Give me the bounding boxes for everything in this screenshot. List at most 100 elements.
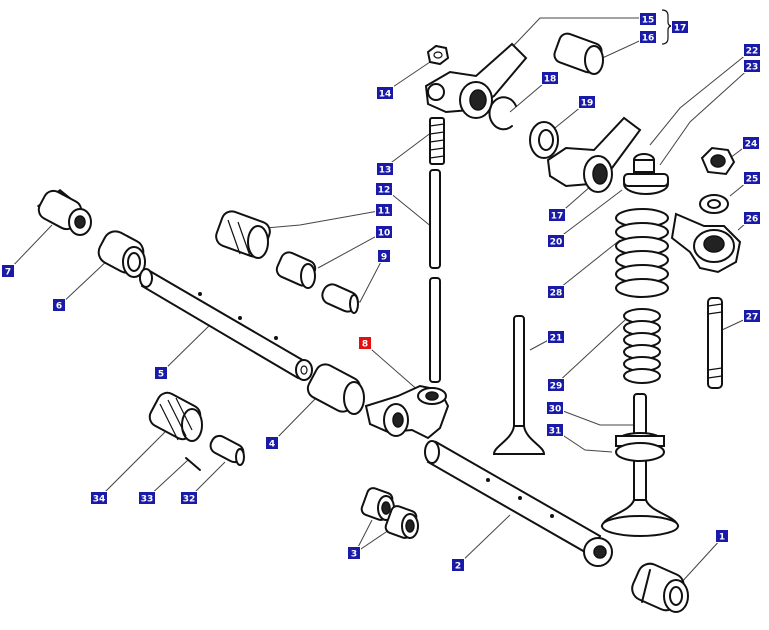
callout-box: [547, 234, 565, 248]
callout-box: [180, 491, 198, 505]
callout-18[interactable]: 18: [541, 71, 559, 85]
callout-box: [375, 203, 393, 217]
callout-number: 24: [745, 140, 758, 150]
callout-box: [715, 529, 729, 543]
part-6-bush: [97, 230, 146, 278]
callout-box: [742, 136, 760, 150]
part-11-needle-bearing: [215, 210, 271, 259]
callout-24[interactable]: 24: [742, 136, 760, 150]
callout-box: [377, 249, 391, 263]
part-22-23-valve-cap: [623, 153, 669, 195]
callout-5[interactable]: 5: [154, 366, 168, 380]
callout-number: 17: [674, 24, 687, 34]
part-12-push-rod: [429, 169, 441, 383]
part-24-nut: [700, 146, 736, 176]
callout-7[interactable]: 7: [1, 264, 15, 278]
callout-box: [547, 285, 565, 299]
callout-13[interactable]: 13: [376, 162, 394, 176]
callout-20[interactable]: 20: [547, 234, 565, 248]
callout-box: [376, 86, 394, 100]
part-3-bushes: [360, 487, 419, 539]
part-33-small-pin: [185, 457, 201, 471]
callout-number: 21: [550, 334, 563, 344]
callout-box: [376, 162, 394, 176]
callout-1[interactable]: 1: [715, 529, 729, 543]
callout-15[interactable]: 15: [639, 12, 657, 26]
part-9-pin: [321, 283, 359, 314]
callout-16[interactable]: 16: [639, 30, 657, 44]
callout-34[interactable]: 34: [90, 491, 108, 505]
callout-box: [546, 423, 564, 437]
callout-box: [375, 225, 393, 239]
callout-number: 26: [746, 215, 759, 225]
callout-11[interactable]: 11: [375, 203, 393, 217]
callout-14[interactable]: 14: [376, 86, 394, 100]
callout-box: [265, 436, 279, 450]
callout-number: 5: [158, 370, 164, 380]
part-28-outer-spring: [615, 208, 669, 298]
callout-number: 28: [550, 289, 563, 299]
callout-29[interactable]: 29: [547, 378, 565, 392]
part-26-knob: [670, 212, 742, 274]
callout-17b[interactable]: 17: [548, 208, 566, 222]
callout-27[interactable]: 27: [743, 309, 761, 323]
callout-2[interactable]: 2: [451, 558, 465, 572]
part-5-rocker-shaft: [139, 268, 313, 381]
part-8-rocker: [364, 384, 450, 440]
callout-number: 7: [5, 268, 11, 278]
callout-32[interactable]: 32: [180, 491, 198, 505]
callout-number: 13: [379, 166, 392, 176]
callout-8[interactable]: 8: [358, 336, 372, 350]
callout-26[interactable]: 26: [743, 211, 761, 225]
callout-box: [541, 71, 559, 85]
callout-3[interactable]: 3: [347, 546, 361, 560]
callout-box: [451, 558, 465, 572]
callout-box: [1, 264, 15, 278]
callout-number: 34: [93, 495, 106, 505]
part-16-bush: [553, 32, 604, 75]
part-32-pin: [209, 434, 245, 466]
callout-31[interactable]: 31: [546, 423, 564, 437]
callout-6[interactable]: 6: [52, 298, 66, 312]
parts-artwork: [36, 9, 742, 613]
callout-22[interactable]: 22: [743, 43, 761, 57]
callout-box: [375, 182, 393, 196]
part-27-stud: [707, 297, 723, 389]
callout-box: [52, 298, 66, 312]
part-14-nut: [426, 44, 450, 66]
part-2-rocker-shaft: [424, 440, 613, 567]
callout-box: [639, 12, 657, 26]
callout-box: [743, 309, 761, 323]
callout-30[interactable]: 30: [546, 401, 564, 415]
callout-number: 22: [746, 47, 759, 57]
part-21-valve: [492, 315, 546, 455]
callout-25[interactable]: 25: [743, 171, 761, 185]
part-4-bush: [306, 363, 365, 415]
callout-9[interactable]: 9: [377, 249, 391, 263]
callout-10[interactable]: 10: [375, 225, 393, 239]
part-15-rocker-arm: [424, 42, 528, 119]
callout-number: 30: [549, 405, 562, 415]
callout-box: [347, 546, 361, 560]
callout-box: [548, 208, 566, 222]
callout-box: [90, 491, 108, 505]
callout-number: 23: [746, 63, 759, 73]
callout-21[interactable]: 21: [547, 330, 565, 344]
callout-33[interactable]: 33: [138, 491, 156, 505]
part-10-bush: [275, 251, 317, 289]
leader-lines: [7, 17, 753, 585]
callout-number: 16: [642, 34, 655, 44]
callout-28[interactable]: 28: [547, 285, 565, 299]
callout-17[interactable]: 17: [671, 20, 689, 34]
callout-number: 18: [544, 75, 557, 85]
callout-box: [639, 30, 657, 44]
callout-12[interactable]: 12: [375, 182, 393, 196]
callout-box: [358, 336, 372, 350]
callout-4[interactable]: 4: [265, 436, 279, 450]
callout-number: 27: [746, 313, 759, 323]
callout-number: 25: [746, 175, 759, 185]
callout-23[interactable]: 23: [743, 59, 761, 73]
callout-19[interactable]: 19: [578, 95, 596, 109]
callout-number: 19: [581, 99, 594, 109]
